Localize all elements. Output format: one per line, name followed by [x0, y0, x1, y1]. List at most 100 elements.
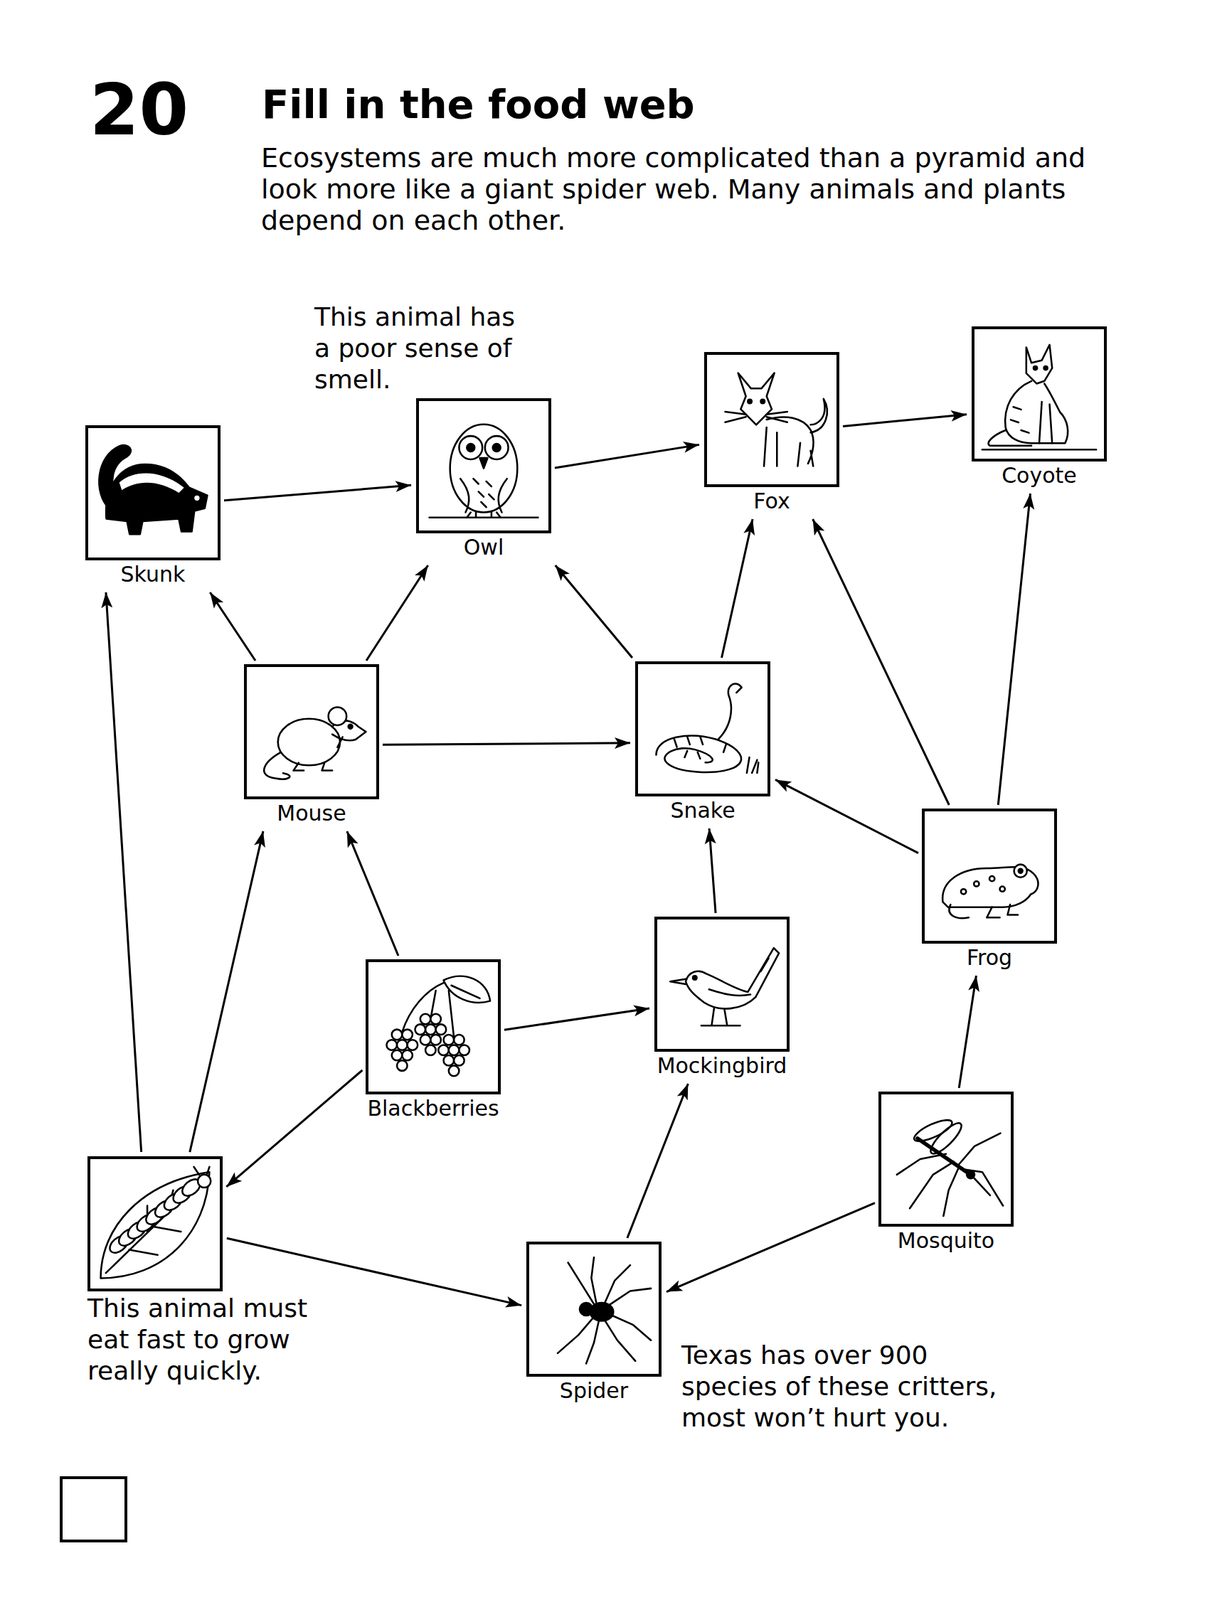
food-arrow [105, 592, 142, 1153]
animal-picture [90, 1159, 220, 1289]
picture-part [746, 757, 759, 774]
picture-part [197, 1175, 211, 1188]
picture-part [480, 458, 488, 469]
picture-part [278, 719, 341, 767]
picture-part [1005, 381, 1068, 444]
picture-part [450, 424, 518, 513]
picture-part [810, 399, 828, 433]
picture-part [701, 1007, 741, 1026]
animal-picture [638, 664, 768, 794]
food-arrow [224, 485, 412, 501]
picture-part [692, 975, 697, 980]
picture-box [243, 664, 380, 800]
animal-name: Frog [921, 945, 1057, 971]
animal-node: Snake [635, 661, 771, 824]
picture-part [425, 1044, 437, 1056]
picture-part [988, 430, 1033, 446]
intro-text: Ecosystems are much more complicated tha… [261, 142, 1129, 237]
picture-part [896, 1133, 1003, 1217]
picture-part [448, 1044, 460, 1056]
animal-node: Mockingbird [654, 916, 790, 1080]
food-arrow [504, 1008, 650, 1030]
food-arrow [775, 779, 919, 853]
picture-box [87, 1156, 223, 1292]
picture-box [526, 1241, 662, 1378]
picture-part [450, 985, 480, 999]
animal-node: Mosquito [878, 1091, 1014, 1255]
picture-part [1044, 366, 1048, 370]
picture-part [458, 1044, 470, 1056]
picture-box [85, 425, 221, 561]
animal-picture [88, 428, 218, 558]
picture-part [982, 448, 1097, 451]
picture-part [420, 1034, 432, 1046]
picture-part [466, 443, 475, 452]
picture-part [293, 736, 343, 771]
food-arrow [347, 831, 399, 956]
food-arrow [226, 1070, 363, 1188]
picture-part [1018, 869, 1023, 874]
picture-part [655, 736, 742, 773]
picture-part [396, 1039, 408, 1051]
picture-part [348, 724, 353, 730]
food-arrow [709, 828, 716, 914]
picture-box [365, 959, 501, 1095]
picture-part [1014, 864, 1028, 878]
animal-node: This animal must eat fast to grow really… [87, 1156, 330, 1388]
callout-note: Texas has over 900 species of these crit… [681, 1340, 1009, 1434]
picture-part [396, 1060, 408, 1072]
animal-name: Fox [704, 488, 840, 515]
picture-part [747, 399, 752, 404]
food-arrow [189, 831, 264, 1153]
animal-picture [657, 919, 787, 1050]
animal-node: Coyote [971, 326, 1107, 489]
animal-name: Mosquito [878, 1228, 1014, 1255]
picture-part [973, 881, 979, 887]
animal-node: Owl [416, 398, 552, 561]
picture-box [704, 352, 840, 488]
picture-part [685, 948, 779, 1009]
animal-picture [881, 1094, 1011, 1225]
animal-name: This animal must eat fast to grow really… [87, 1293, 330, 1388]
picture-part [960, 889, 966, 895]
picture-part [443, 1034, 455, 1046]
picture-part [453, 1034, 465, 1046]
animal-picture [418, 401, 549, 531]
animal-node: Spider [526, 1241, 662, 1405]
animal-node: Mouse [243, 664, 380, 827]
animal-node: Fox [704, 352, 840, 515]
picture-part [1000, 886, 1006, 892]
food-arrow [209, 592, 256, 661]
picture-part [429, 517, 539, 520]
animal-name: Snake [635, 798, 771, 824]
picture-part [718, 684, 742, 740]
picture-part [420, 1014, 432, 1025]
picture-box [416, 398, 552, 534]
callout-note: This animal has a poor sense of smell. [314, 301, 528, 396]
picture-part [466, 512, 501, 518]
food-arrow [842, 414, 967, 427]
animal-name: Skunk [85, 561, 221, 588]
picture-box [635, 661, 771, 797]
picture-part [443, 1055, 455, 1067]
picture-part [430, 1034, 442, 1046]
picture-part [579, 1303, 593, 1316]
picture-part [453, 1055, 465, 1067]
picture-box [878, 1091, 1014, 1227]
animal-picture [974, 329, 1104, 459]
animal-picture [707, 354, 837, 485]
animal-node: Skunk [85, 425, 221, 588]
food-arrow [813, 519, 950, 806]
picture-box [654, 916, 790, 1053]
picture-part [391, 1050, 403, 1062]
picture-part [391, 1029, 403, 1041]
picture-part [194, 1167, 210, 1176]
picture-part [1010, 406, 1029, 433]
picture-part [674, 736, 727, 759]
animal-name: Blackberries [365, 1096, 501, 1122]
picture-part [1033, 366, 1038, 370]
page-number: 20 [89, 71, 189, 150]
picture-part [386, 1039, 397, 1051]
picture-part [1026, 344, 1053, 385]
